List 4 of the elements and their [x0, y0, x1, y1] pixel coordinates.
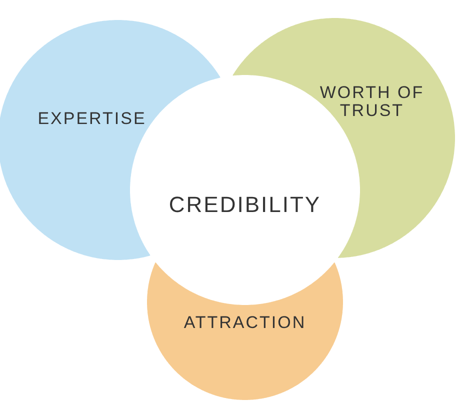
region-label: EXPERTISE	[38, 109, 146, 128]
region-label: WORTH OF TRUST	[320, 83, 424, 120]
center-label: CREDIBILITY	[168, 192, 322, 217]
region-label: ATTRACTION	[184, 313, 306, 332]
